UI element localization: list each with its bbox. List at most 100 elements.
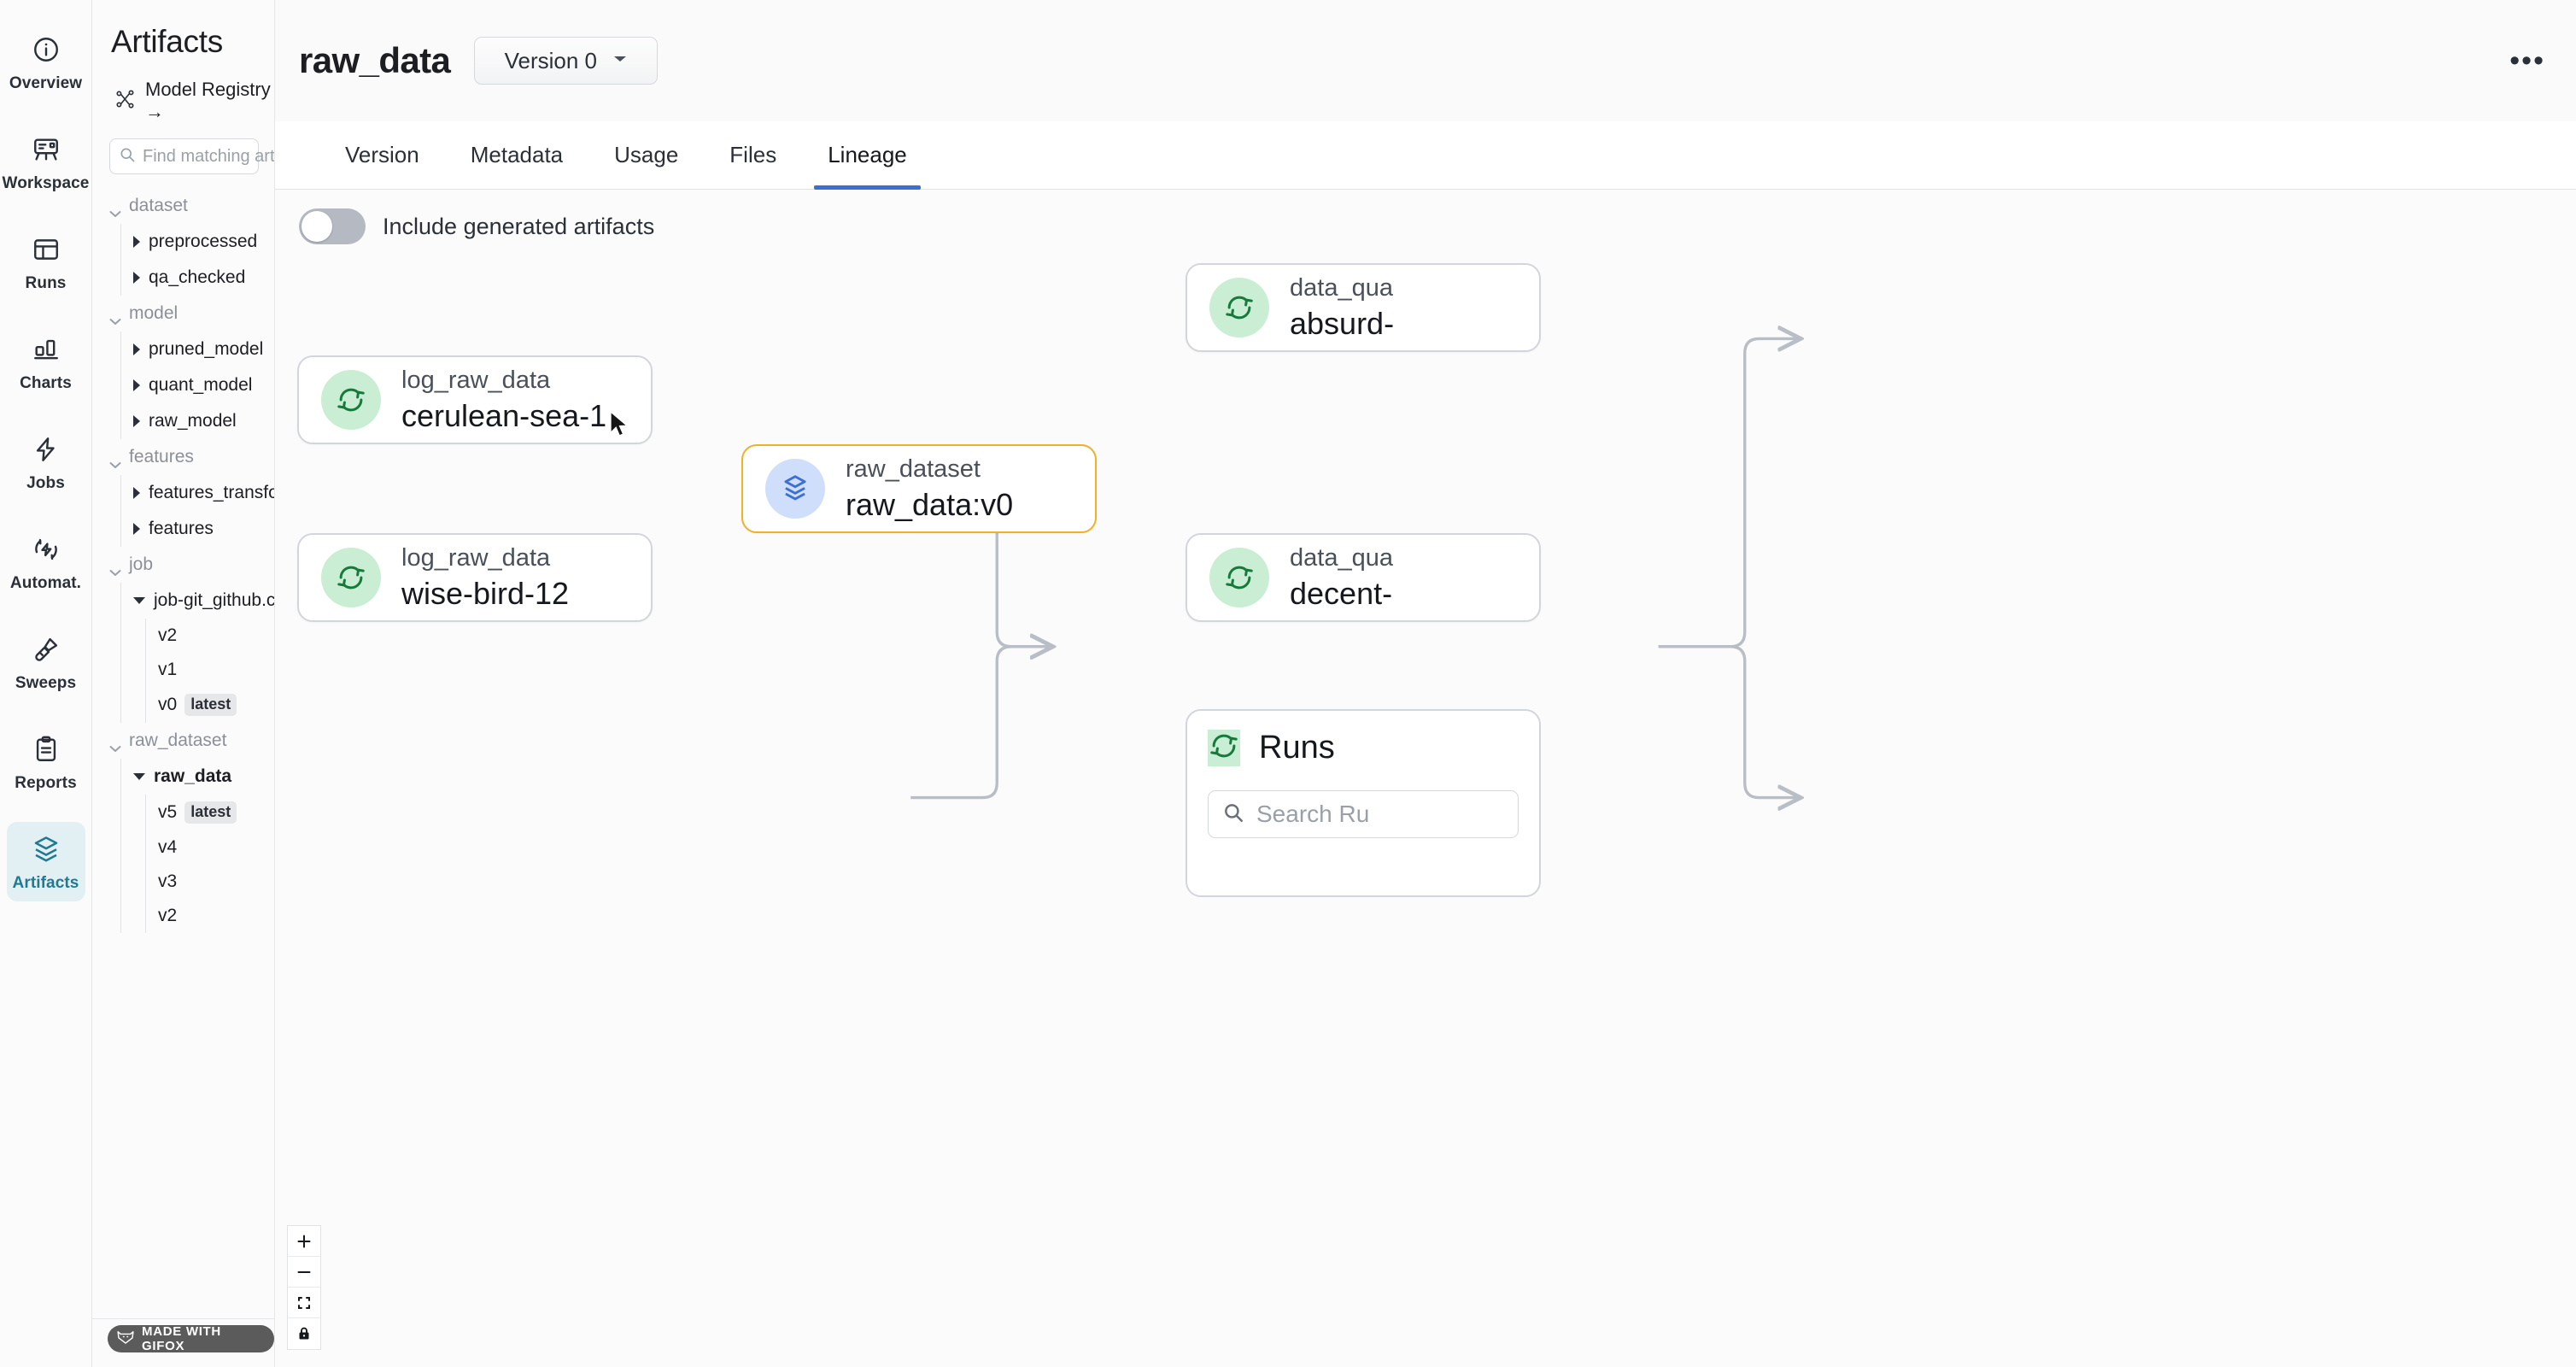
model-registry-icon — [114, 88, 137, 114]
panel-divider — [92, 1318, 274, 1319]
tree-version-v4[interactable]: v4 — [146, 830, 274, 865]
tab-label: Files — [729, 142, 777, 167]
tree-item-job-git_github.com_wa…[interactable]: job-git_github.com_wa… — [121, 583, 274, 619]
node-name-label: raw_data:v0 — [846, 486, 1014, 522]
rail-item-workspace[interactable]: Workspace — [3, 122, 89, 202]
rail-item-runs[interactable]: Runs — [7, 222, 85, 302]
node-type-label: data_qua — [1290, 273, 1393, 302]
tab-label: Metadata — [470, 142, 564, 167]
fit-view-button[interactable] — [288, 1288, 320, 1318]
tab-usage[interactable]: Usage — [588, 121, 704, 189]
tree-item-quant_model[interactable]: quant_model — [121, 367, 274, 403]
tree-group-label: dataset — [129, 196, 188, 215]
model-registry-link[interactable]: Model Registry → — [92, 60, 274, 123]
chevron-down-icon — [109, 561, 121, 576]
tree-version-v2[interactable]: v2 — [146, 899, 274, 933]
tree-group-raw_dataset[interactable]: raw_dataset — [92, 723, 274, 759]
tab-metadata[interactable]: Metadata — [445, 121, 588, 189]
search-icon — [119, 146, 136, 167]
include-generated-row: Include generated artifacts — [275, 190, 2576, 263]
tab-label: Version — [345, 142, 419, 167]
rail-item-jobs[interactable]: Jobs — [7, 422, 85, 502]
tab-files[interactable]: Files — [704, 121, 802, 189]
rail-item-automations[interactable]: Automat. — [7, 522, 85, 601]
layers-icon — [29, 832, 63, 866]
model-registry-label: Model Registry → — [145, 79, 271, 122]
runs-search-input[interactable]: Search Ru — [1208, 790, 1519, 838]
more-options-button[interactable]: ••• — [2509, 44, 2545, 77]
tree-item-label: pruned_model — [149, 339, 264, 359]
tree-group-label: job — [129, 554, 154, 574]
chevron-down-icon — [109, 737, 121, 752]
tab-label: Lineage — [828, 142, 907, 167]
run-refresh-icon — [1208, 730, 1240, 766]
artifacts-panel: Artifacts Model Registry → Find matching… — [92, 0, 275, 1367]
rail-label: Reports — [15, 774, 77, 792]
artifact-tabs: Version Metadata Usage Files Lineage — [275, 121, 2576, 190]
version-select[interactable]: Version 0 — [474, 37, 659, 85]
version-select-label: Version 0 — [504, 47, 597, 73]
search-placeholder: Find matching artifacts — [143, 146, 275, 166]
lock-button[interactable] — [288, 1318, 320, 1349]
caret-down-icon — [133, 773, 145, 780]
tree-group-dataset[interactable]: dataset — [92, 188, 274, 224]
rail-item-artifacts[interactable]: Artifacts — [6, 822, 85, 901]
run-refresh-icon — [1209, 278, 1269, 337]
node-type-label: raw_dataset — [846, 455, 981, 483]
tree-version-v1[interactable]: v1 — [146, 653, 274, 687]
bolt-icon — [29, 432, 63, 466]
rail-item-charts[interactable]: Charts — [7, 322, 85, 402]
include-generated-toggle[interactable] — [299, 208, 366, 244]
search-input[interactable]: Find matching artifacts — [109, 138, 274, 174]
zoom-controls — [287, 1225, 321, 1350]
tree-group-model[interactable]: model — [92, 296, 274, 331]
tree-group-job[interactable]: job — [92, 547, 274, 583]
run-refresh-icon — [321, 548, 381, 607]
tree-version-v3[interactable]: v3 — [146, 865, 274, 899]
search-icon — [1222, 801, 1244, 828]
caret-right-icon — [133, 272, 140, 284]
tree-item-label: raw_model — [149, 411, 237, 431]
tree-item-features[interactable]: features — [121, 511, 274, 547]
tab-lineage[interactable]: Lineage — [802, 121, 933, 190]
runs-search-placeholder: Search Ru — [1256, 801, 1370, 827]
tree-item-preprocessed[interactable]: preprocessed — [121, 224, 274, 260]
tree-version-v2[interactable]: v2 — [146, 619, 274, 653]
rail-item-reports[interactable]: Reports — [7, 722, 85, 801]
bar-chart-icon — [29, 332, 63, 367]
tree-item-raw_data[interactable]: raw_data — [121, 759, 274, 795]
runs-panel-title: Runs — [1259, 730, 1335, 766]
workspace-icon — [29, 132, 63, 167]
rail-label: Sweeps — [15, 674, 77, 692]
node-type-label: log_raw_data — [401, 366, 551, 394]
tree-item-features_transformed[interactable]: features_transformed — [121, 475, 274, 511]
caret-right-icon — [133, 343, 140, 355]
chevron-down-icon — [109, 310, 121, 325]
tree-item-raw_model[interactable]: raw_model — [121, 403, 274, 439]
rail-label: Runs — [25, 274, 67, 292]
lineage-node-raw_data:v0[interactable]: raw_dataset raw_data:v0 — [741, 444, 1097, 533]
tab-label: Usage — [614, 142, 679, 167]
zoom-in-button[interactable] — [288, 1226, 320, 1257]
rail-item-overview[interactable]: Overview — [7, 22, 85, 102]
tab-version[interactable]: Version — [319, 121, 445, 189]
zoom-out-button[interactable] — [288, 1257, 320, 1288]
rail-item-sweeps[interactable]: Sweeps — [7, 622, 85, 701]
tree-group-features[interactable]: features — [92, 439, 274, 475]
tree-item-qa_checked[interactable]: qa_checked — [121, 260, 274, 296]
automation-icon — [29, 532, 63, 566]
tree-item-pruned_model[interactable]: pruned_model — [121, 331, 274, 367]
